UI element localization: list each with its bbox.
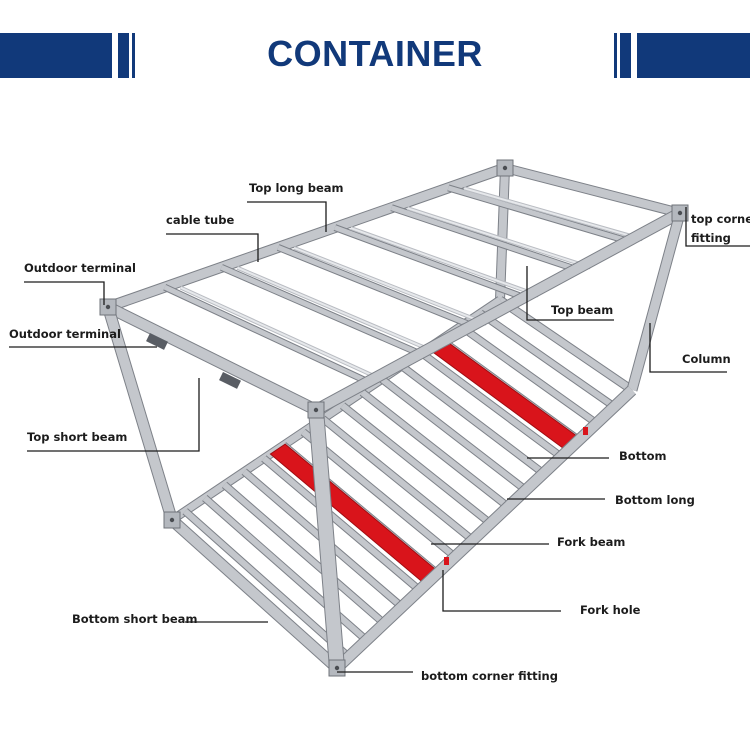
floor-beam-14 [458,323,599,426]
leader-line-3 [24,281,105,305]
cable-tube-4 [350,227,539,297]
page-title: CONTAINER [267,33,483,74]
top-beam-1 [163,284,370,385]
top-corner-fitting-back-left-hole [502,165,508,171]
leader-line-7 [526,266,614,321]
header-band-left-thin [132,33,135,78]
label-top-corner-fitting-line2: fitting [691,231,731,245]
label-bottom-corner-fitting: bottom corner fitting [421,669,558,683]
top-back-short-beam [504,164,681,217]
floor-beam-12 [419,350,563,460]
label-fork-beam: Fork beam [557,535,626,549]
label-top-beam: Top beam [551,303,614,317]
label-column: Column [682,352,731,366]
frame-front-layer [99,159,689,677]
bottom-short-beam-front [168,516,341,672]
header-band-right-thin [614,33,617,78]
label-outdoor-terminal-top: Outdoor terminal [24,261,136,275]
leader-lines [9,201,750,673]
outdoor-terminal-box-2 [219,372,241,389]
header-band-left-main [0,33,112,78]
outdoor-terminal-box-1 [146,333,168,350]
floor-beam-6 [301,429,457,560]
top-corner-fitting-front-right-hole [313,407,319,413]
bottom-corner-fitting-front-right-hole [334,665,340,671]
top-beam-5 [390,205,577,272]
floor-beam-4 [261,456,422,593]
label-fork-hole: Fork hole [580,603,641,617]
label-cable-tube: cable tube [166,213,235,227]
leader-line-6 [685,207,750,247]
top-corner-fitting-back-right-hole [677,210,683,216]
cable-tube-5 [407,207,591,269]
bottom-back-short-beam [498,297,634,393]
leader-line-5 [27,378,200,452]
top-beam-4 [333,225,525,300]
floor-beams [182,309,617,660]
floor-beam-15 [478,310,617,410]
label-top-corner-fitting-line1: top corner [691,212,750,226]
floor-beam-8 [340,403,493,526]
floor-beam-0 [183,508,351,660]
front-right-column [309,409,344,669]
label-bottom-long: Bottom long [615,493,695,507]
top-long-beam-right [313,208,683,415]
label-outdoor-terminal-side: Outdoor terminal [9,327,121,341]
floor-beam-11 [399,363,546,476]
leader-line-1 [247,201,327,232]
top-beam-3 [277,245,473,328]
top-long-beam-left [106,163,507,312]
frame-back-layer [106,162,682,524]
back-right-column [627,211,685,392]
bottom-long-beam-right [333,386,636,672]
cable-tube-3 [293,246,487,325]
header-band-right-stripe [620,33,631,78]
back-left-column [496,167,509,301]
cable-tube-6 [463,187,643,241]
header-band-left-stripe [118,33,129,78]
front-left-column [103,305,177,522]
floor-beam-10 [380,376,528,493]
leader-line-8 [649,323,727,373]
label-top-short-beam: Top short beam [27,430,128,444]
cable-tube-1 [180,286,383,381]
floor-beam-9 [360,390,510,510]
top-beam-2 [220,264,421,357]
leader-line-2 [166,233,259,262]
floor-beam-2 [222,482,387,626]
leader-line-12 [442,570,561,612]
top-beam-6 [447,185,629,244]
top-short-beam-front [105,302,319,415]
fork-hole-front [444,557,449,565]
bottom-corner-fitting-front-left-hole [169,517,175,523]
label-top-long-beam: Top long beam [249,181,344,195]
fork-hole-back [583,427,588,435]
label-bottom-short-beam: Bottom short beam [72,612,198,626]
label-bottom: Bottom [619,449,667,463]
top-corner-fitting-front-left-hole [105,304,111,310]
floor-beam-7 [320,416,475,543]
header-band-right-main [637,33,750,78]
cable-tube-2 [236,266,435,353]
